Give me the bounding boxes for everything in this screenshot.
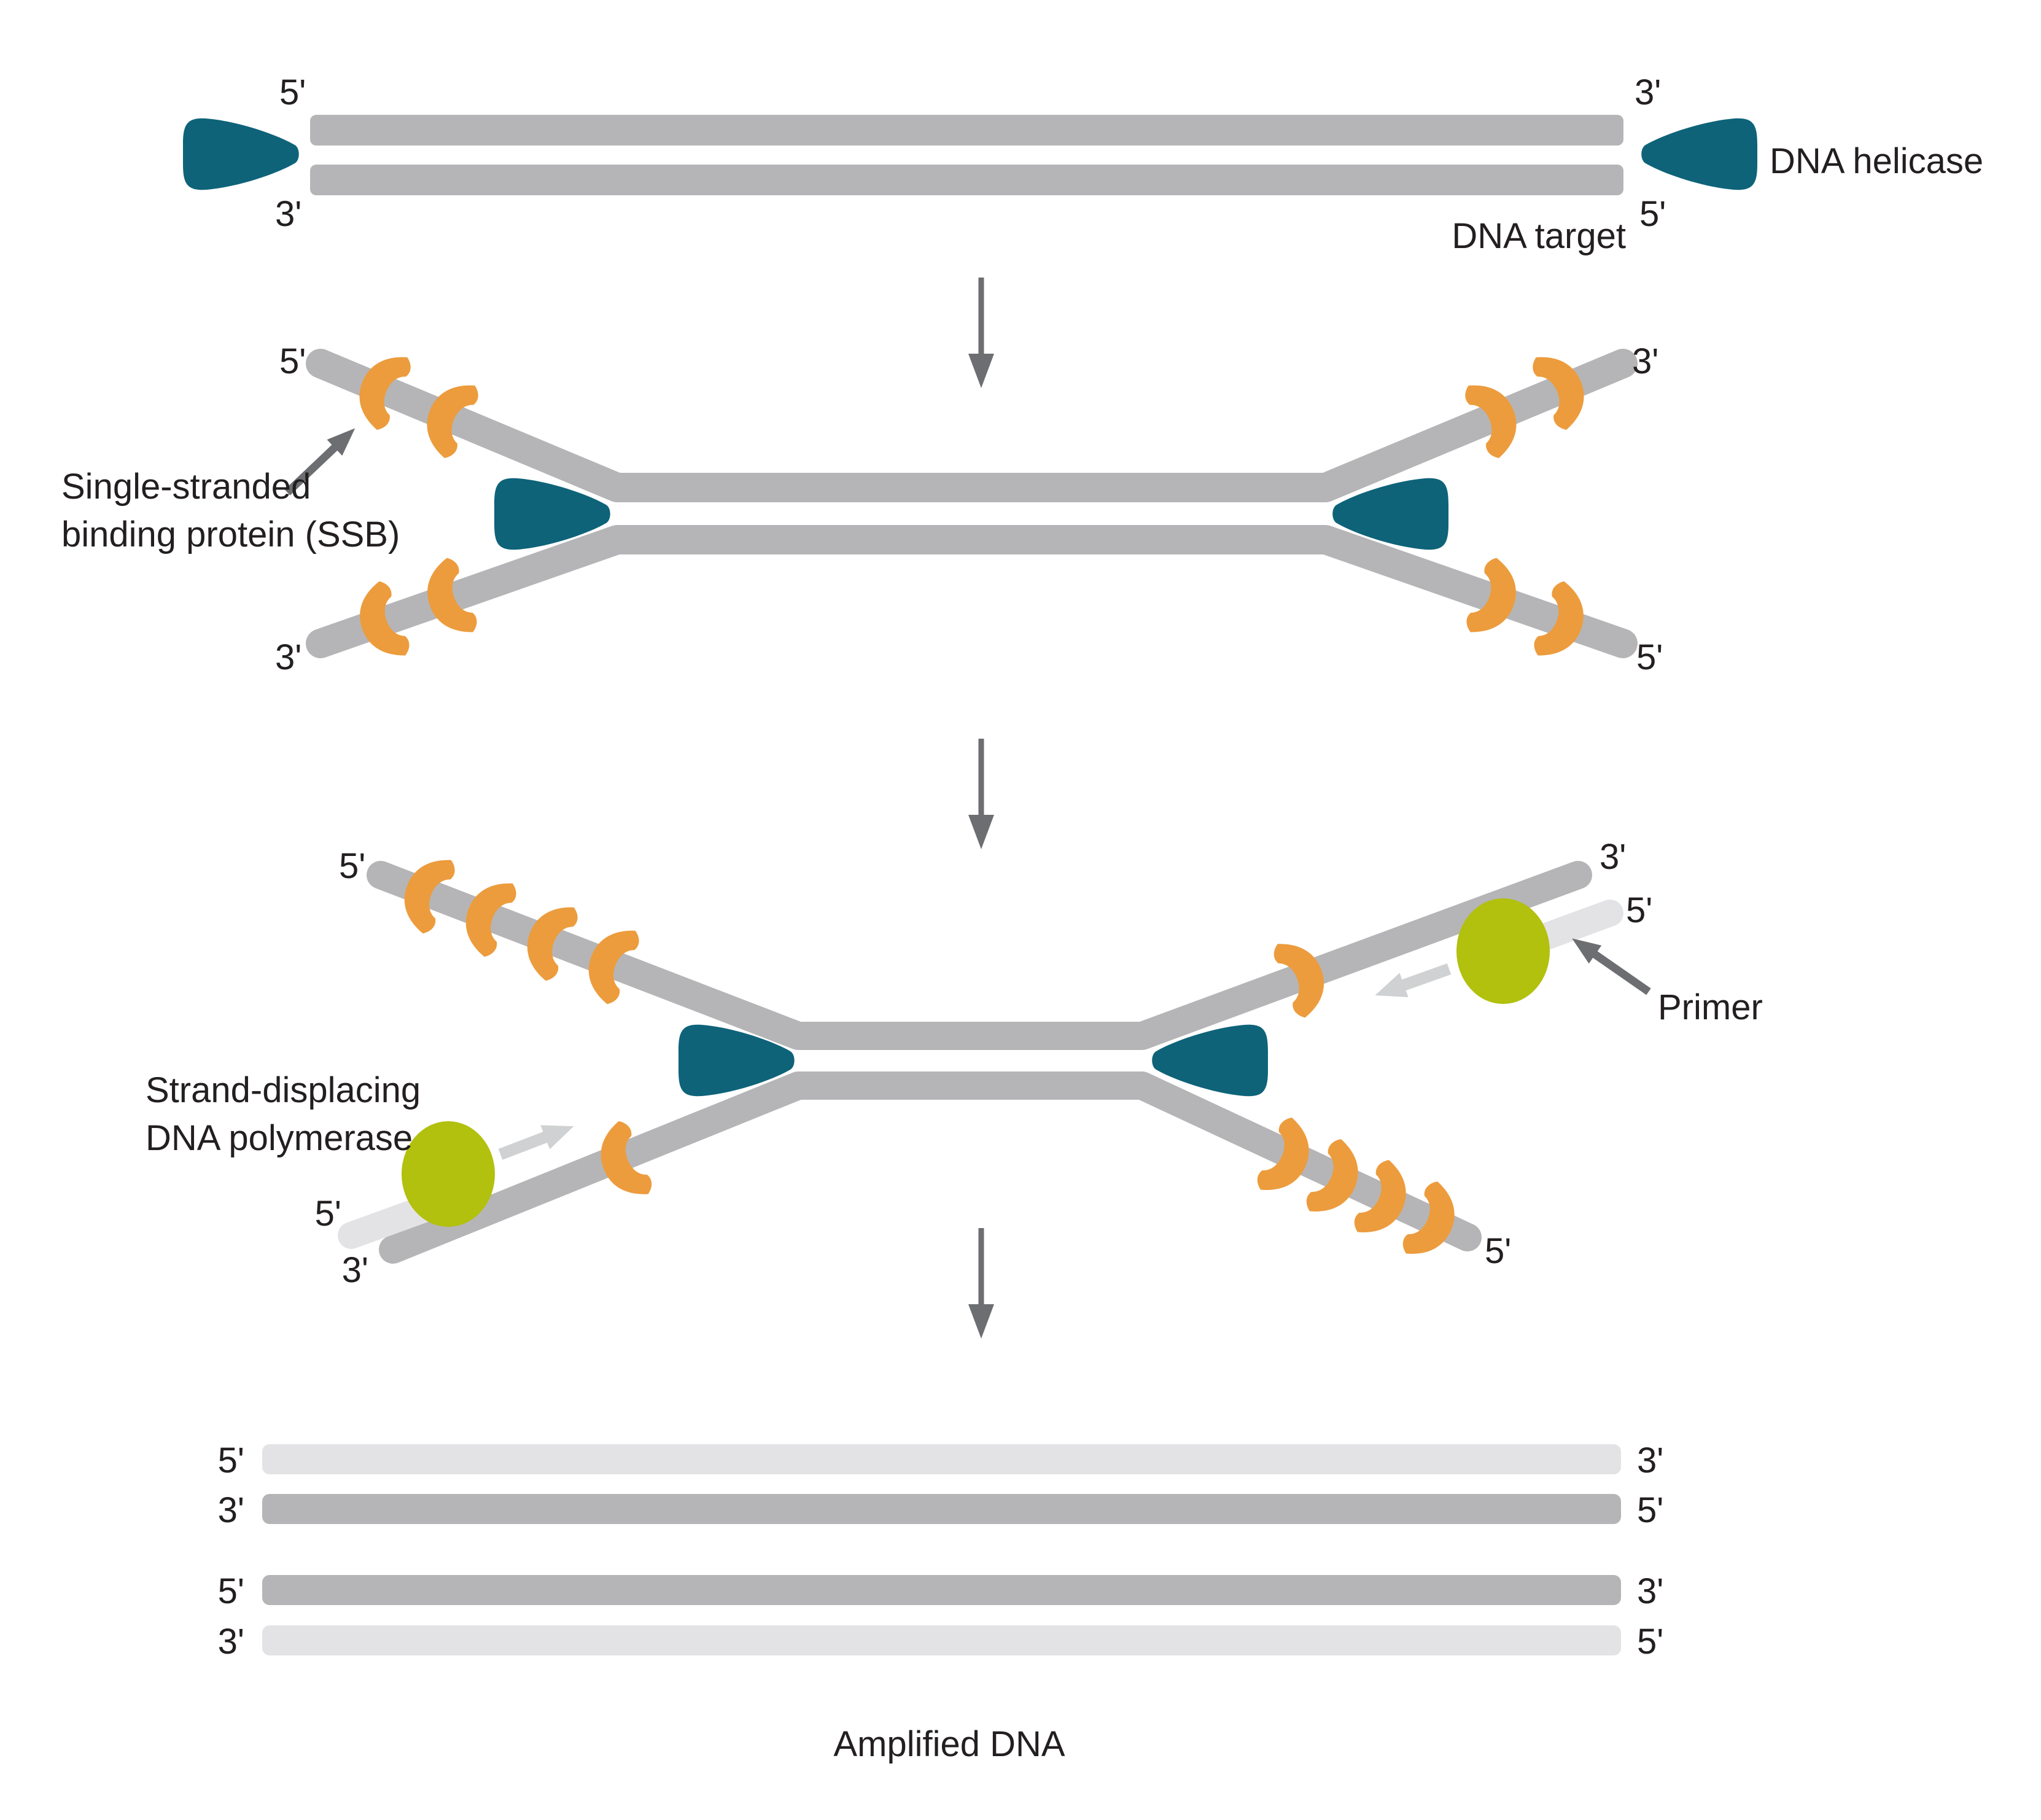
process-arrow-1 (968, 278, 994, 388)
strand-end-label: 3' (1600, 837, 1626, 877)
dna-strand-bottom (306, 525, 1638, 658)
strand-end-label: 3' (342, 1250, 368, 1290)
synthesis-direction-arrow-right (1370, 957, 1453, 1008)
dna-target-label: DNA target (1452, 216, 1626, 256)
strand-end-label: 5' (218, 1441, 244, 1480)
stage-3-priming-extension: 5' 3' 5' 5' 3' 5' Strand-displacing DNA … (146, 837, 1763, 1290)
ssb-label-line2: binding protein (SSB) (61, 515, 400, 554)
amplified-strand (262, 1494, 1621, 1524)
strand-end-label: 5' (1637, 1622, 1663, 1662)
amplified-strand (262, 1444, 1621, 1474)
strand-end-label: 3' (1637, 1441, 1663, 1480)
dna-helicase-icon (183, 118, 299, 190)
dna-helicase-label: DNA helicase (1770, 141, 1983, 181)
primer-pointer-arrow (1566, 929, 1655, 1000)
strand-end-label: 3' (218, 1622, 244, 1662)
process-arrow-3 (968, 1228, 994, 1339)
dna-helicase-icon (1641, 118, 1757, 190)
synthesis-direction-arrow-left (496, 1114, 578, 1167)
stage-4-amplified-dna: 5' 3' 3' 5' 5' 3' 3' 5' Amplified DNA (218, 1441, 1664, 1764)
dna-strand-top (306, 349, 1638, 502)
strand-end-label: 3' (1635, 72, 1661, 112)
process-arrow-2 (968, 739, 994, 849)
primer-end-label: 5' (1626, 890, 1652, 930)
amplified-strand (262, 1625, 1621, 1655)
strand-end-label: 5' (279, 72, 306, 112)
primer-end-label: 5' (315, 1194, 341, 1234)
strand-end-label: 3' (1632, 341, 1658, 381)
polymerase-label-line1: Strand-displacing (146, 1070, 421, 1110)
strand-end-label: 3' (1637, 1571, 1663, 1611)
strand-end-label: 5' (339, 846, 365, 886)
polymerase-icon (402, 1121, 495, 1227)
polymerase-icon (1456, 898, 1550, 1004)
ssb-label-line1: Single-stranded (61, 467, 311, 507)
strand-end-label: 5' (1637, 1490, 1663, 1530)
stage-1-dna-target: 5' 3' 3' 5' DNA target DNA helicase (183, 72, 1983, 256)
dna-strand-top (367, 861, 1592, 1050)
dna-strand-bottom (379, 1071, 1482, 1264)
strand-end-label: 5' (1639, 194, 1666, 234)
strand-end-label: 5' (279, 341, 306, 381)
strand-end-label: 5' (1636, 637, 1663, 677)
stage-2-unwinding: 5' 3' 3' 5' Single-stranded binding prot… (61, 341, 1663, 677)
dna-strand-bottom (310, 165, 1623, 195)
strand-end-label: 3' (275, 637, 301, 677)
strand-end-label: 5' (1485, 1231, 1511, 1271)
caption: Amplified DNA (833, 1724, 1065, 1764)
polymerase-label-line2: DNA polymerase (146, 1118, 413, 1158)
strand-end-label: 5' (218, 1571, 244, 1611)
primer-label: Primer (1658, 987, 1763, 1027)
strand-end-label: 3' (275, 194, 301, 234)
strand-end-label: 3' (218, 1490, 244, 1530)
dna-strand-top (310, 115, 1623, 146)
amplified-strand (262, 1575, 1621, 1605)
